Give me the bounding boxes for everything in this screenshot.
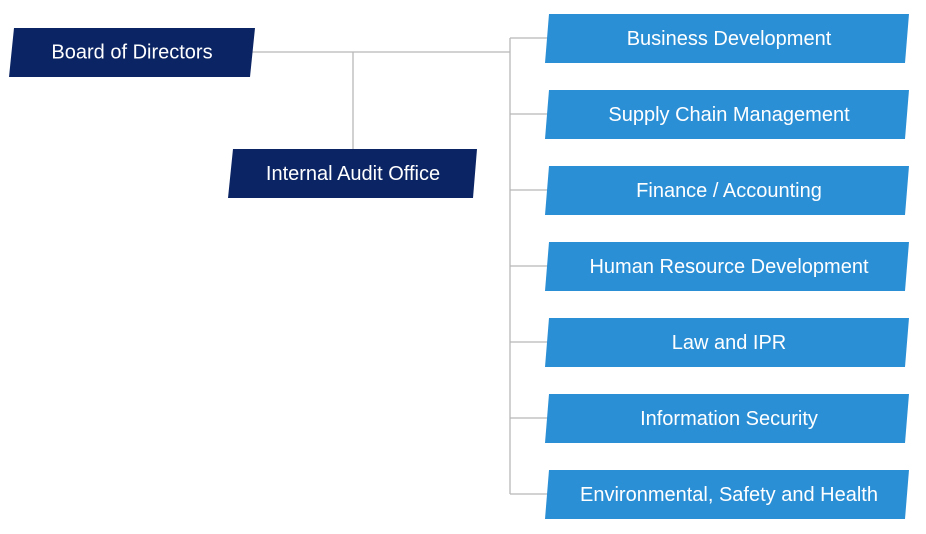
department-node: Supply Chain Management — [545, 90, 909, 139]
board-node: Board of Directors — [9, 28, 255, 77]
department-node-label: Human Resource Development — [589, 256, 868, 278]
department-node-shape — [545, 318, 909, 367]
department-node-shape — [545, 166, 909, 215]
connectors — [250, 37, 548, 495]
audit-node: Internal Audit Office — [228, 149, 477, 198]
department-node-shape — [545, 90, 909, 139]
department-node-label: Information Security — [640, 408, 818, 430]
department-node: Finance / Accounting — [545, 166, 909, 215]
department-node: Human Resource Development — [545, 242, 909, 291]
department-node-shape — [545, 14, 909, 63]
audit-node-label: Internal Audit Office — [266, 163, 440, 185]
department-node-shape — [545, 470, 909, 519]
department-node-label: Environmental, Safety and Health — [580, 484, 878, 506]
board-node-label: Board of Directors — [51, 42, 212, 64]
department-node-label: Finance / Accounting — [636, 180, 822, 202]
board-node-shape — [9, 28, 255, 77]
department-node-shape — [545, 242, 909, 291]
department-node: Law and IPR — [545, 318, 909, 367]
department-list: Business Development Supply Chain Manage… — [545, 14, 909, 519]
department-node: Environmental, Safety and Health — [545, 470, 909, 519]
audit-node-shape — [228, 149, 477, 198]
department-node-label: Business Development — [627, 28, 832, 50]
department-node-label: Supply Chain Management — [608, 104, 850, 126]
department-node-shape — [545, 394, 909, 443]
department-node-label: Law and IPR — [672, 332, 787, 354]
department-node: Information Security — [545, 394, 909, 443]
department-node: Business Development — [545, 14, 909, 63]
